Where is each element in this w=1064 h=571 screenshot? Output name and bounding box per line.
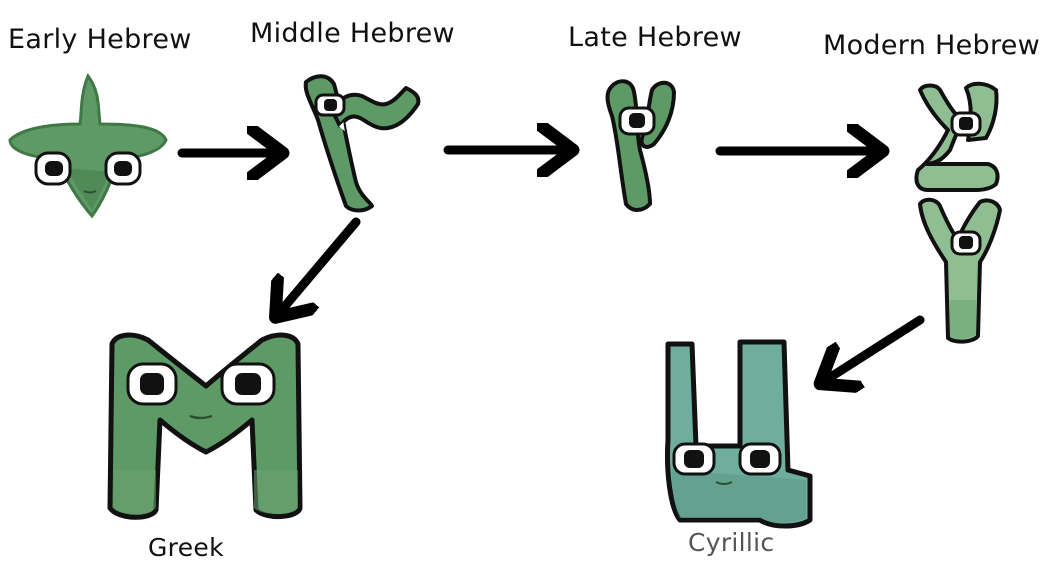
cyrillic-glyph bbox=[665, 339, 813, 529]
greek-glyph bbox=[107, 332, 303, 520]
early-hebrew-glyph bbox=[8, 72, 168, 219]
arrow-middle-to-greek bbox=[280, 217, 361, 312]
label-early-hebrew: Early Hebrew bbox=[8, 24, 192, 55]
eye-icon bbox=[34, 151, 72, 186]
label-late-hebrew: Late Hebrew bbox=[568, 22, 742, 53]
modern-hebrew-glyph-top bbox=[914, 81, 1000, 192]
late-hebrew-glyph bbox=[605, 79, 676, 212]
eye-icon bbox=[738, 442, 782, 476]
eye-icon bbox=[950, 230, 982, 256]
eye-icon bbox=[220, 362, 276, 406]
eye-icon bbox=[104, 151, 142, 186]
eye-icon bbox=[672, 442, 716, 476]
eye-icon bbox=[314, 93, 346, 117]
eye-icon bbox=[618, 106, 656, 136]
modern-hebrew-glyph-bottom bbox=[918, 197, 1002, 344]
label-cyrillic: Cyrillic bbox=[688, 528, 775, 557]
eye-icon bbox=[126, 362, 178, 406]
eye-icon bbox=[950, 111, 982, 137]
label-greek: Greek bbox=[148, 533, 224, 562]
middle-hebrew-glyph bbox=[303, 74, 421, 213]
label-modern-hebrew: Modern Hebrew bbox=[823, 30, 1041, 61]
label-middle-hebrew: Middle Hebrew bbox=[250, 18, 455, 49]
arrow-modern-to-cyrillic bbox=[826, 315, 925, 380]
